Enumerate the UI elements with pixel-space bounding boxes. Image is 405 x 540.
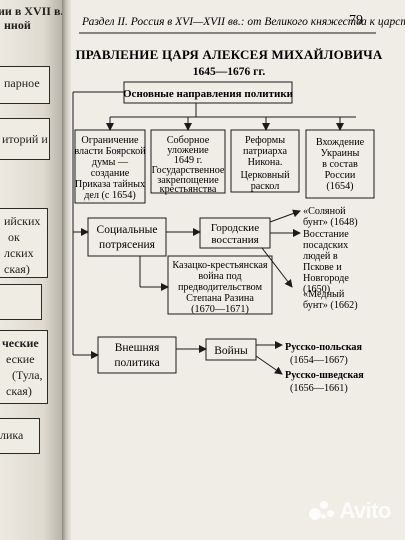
svg-text:посадских: посадских bbox=[303, 240, 348, 251]
wars-box: Войны bbox=[205, 338, 257, 361]
left-text-line: иторий и bbox=[2, 132, 48, 146]
policy-box-3: Реформы патриарха Никона. Церковный раск… bbox=[230, 129, 300, 193]
urban-arrows bbox=[261, 209, 301, 288]
urban-uprisings-box: Городские восстания bbox=[199, 217, 271, 249]
avito-watermark: Avito bbox=[307, 498, 391, 524]
svg-text:(1656—1661): (1656—1661) bbox=[290, 383, 348, 394]
svg-text:Восстание: Восстание bbox=[303, 229, 349, 240]
diagram-years: 1645—1676 гг. bbox=[193, 66, 266, 78]
left-text-line: парное bbox=[4, 76, 40, 90]
svg-text:(1650): (1650) bbox=[303, 284, 330, 295]
left-box bbox=[0, 330, 48, 404]
avito-logo-icon bbox=[307, 500, 335, 522]
svg-text:политика: политика bbox=[114, 357, 159, 369]
svg-text:Социальные: Социальные bbox=[97, 224, 158, 236]
war-russo-polish: Русско-польская (1654—1667) bbox=[285, 342, 363, 366]
cossack-war-box: Казацко-крестьянская война под предводит… bbox=[167, 255, 273, 315]
left-text-line: лика bbox=[0, 428, 24, 442]
svg-text:Новгороде: Новгороде bbox=[303, 273, 349, 284]
svg-text:Степана Разина: Степана Разина bbox=[186, 293, 254, 304]
svg-text:Русско-польская: Русско-польская bbox=[285, 342, 363, 353]
left-text-line: (Тула, bbox=[12, 368, 43, 382]
svg-text:Ограничение: Ограничение bbox=[81, 135, 139, 146]
social-cossack-connector bbox=[139, 256, 169, 291]
svg-text:предводительством: предводительством bbox=[178, 282, 263, 293]
left-text-line: ческие bbox=[2, 336, 39, 350]
main-directions-label: Основные направления политики bbox=[123, 88, 294, 100]
left-text-line: ская) bbox=[4, 262, 30, 276]
svg-text:Казацко-крестьянская: Казацко-крестьянская bbox=[172, 260, 268, 271]
uprising-copper-riot: «Медный бунт» (1662) bbox=[303, 289, 358, 311]
svg-text:дел (с 1654): дел (с 1654) bbox=[84, 190, 136, 201]
svg-text:Приказа тайных: Приказа тайных bbox=[75, 179, 145, 190]
svg-text:(1654): (1654) bbox=[326, 181, 353, 192]
svg-text:крестьянства: крестьянства bbox=[160, 184, 217, 195]
svg-text:в состав: в состав bbox=[322, 159, 358, 170]
left-box bbox=[0, 418, 40, 454]
svg-text:Государственное: Государственное bbox=[152, 165, 225, 176]
svg-text:Украины: Украины bbox=[321, 148, 360, 159]
left-box bbox=[0, 118, 50, 160]
left-text-line: ийских bbox=[4, 214, 41, 228]
left-text-line: ская) bbox=[6, 384, 32, 398]
foreign-policy-box: Внешняя политика bbox=[97, 336, 177, 374]
svg-text:думы —: думы — bbox=[92, 157, 129, 168]
svg-text:Войны: Войны bbox=[214, 345, 248, 357]
left-box bbox=[0, 284, 42, 320]
svg-text:Церковный: Церковный bbox=[240, 170, 290, 181]
left-box bbox=[0, 66, 50, 104]
running-title: Раздел II. Россия в XVI—XVII вв.: от Вел… bbox=[81, 16, 405, 28]
watermark-text: Avito bbox=[339, 498, 391, 523]
uprising-pskov-novgorod: Восстание посадских людей в Пскове и Нов… bbox=[303, 229, 349, 295]
policy-box-2: Соборное уложение 1649 г. Государственно… bbox=[150, 129, 226, 195]
left-text-line: еские bbox=[6, 352, 35, 366]
svg-text:восстания: восстания bbox=[211, 234, 258, 246]
svg-text:война под: война под bbox=[198, 271, 241, 282]
svg-text:потрясения: потрясения bbox=[99, 239, 156, 251]
left-text-line: ии в XVII в. bbox=[0, 4, 62, 18]
svg-text:Никона.: Никона. bbox=[248, 157, 283, 168]
page-number: 79 bbox=[349, 13, 363, 28]
book-gutter bbox=[62, 0, 71, 540]
svg-text:(1654—1667): (1654—1667) bbox=[290, 355, 348, 366]
svg-text:Вхождение: Вхождение bbox=[316, 137, 365, 148]
svg-text:закрепощение: закрепощение bbox=[157, 175, 219, 186]
svg-text:Пскове и: Пскове и bbox=[303, 262, 342, 273]
uprising-salt-riot: «Соляной бунт» (1648) bbox=[303, 206, 358, 228]
svg-text:«Медный: «Медный bbox=[303, 289, 345, 300]
book-page bbox=[71, 0, 405, 540]
svg-text:1649 г.: 1649 г. bbox=[174, 155, 203, 166]
svg-text:Реформы: Реформы bbox=[245, 135, 285, 146]
social-upheavals-box: Социальные потрясения bbox=[87, 217, 167, 257]
svg-text:Русско-шведская: Русско-шведская bbox=[285, 370, 364, 381]
svg-text:людей в: людей в bbox=[303, 251, 338, 262]
svg-text:Городские: Городские bbox=[211, 222, 259, 234]
diagram-title: ПРАВЛЕНИЕ ЦАРЯ АЛЕКСЕЯ МИХАЙЛОВИЧА bbox=[75, 47, 382, 62]
policy-box-1: Ограничение власти Боярской думы — созда… bbox=[74, 129, 146, 204]
branch-connectors bbox=[72, 91, 356, 359]
svg-text:власти Боярской: власти Боярской bbox=[74, 146, 146, 157]
svg-text:«Соляной: «Соляной bbox=[303, 206, 346, 217]
left-text-line: ок bbox=[8, 230, 20, 244]
svg-text:патриарха: патриарха bbox=[243, 146, 287, 157]
svg-text:раскол: раскол bbox=[251, 181, 280, 192]
policy-box-4: Вхождение Украины в состав России (1654) bbox=[305, 129, 375, 199]
svg-text:бунт» (1662): бунт» (1662) bbox=[303, 300, 358, 311]
svg-text:бунт» (1648): бунт» (1648) bbox=[303, 217, 358, 228]
wars-arrows bbox=[255, 341, 283, 375]
left-text-line: лских bbox=[4, 246, 34, 260]
svg-text:уложение: уложение bbox=[167, 145, 209, 156]
svg-text:(1670—1671): (1670—1671) bbox=[191, 304, 249, 315]
svg-text:России: России bbox=[325, 170, 356, 181]
left-box bbox=[0, 208, 48, 278]
svg-text:Внешняя: Внешняя bbox=[115, 342, 160, 354]
svg-text:Соборное: Соборное bbox=[167, 135, 210, 146]
war-russo-swedish: Русско-шведская (1656—1661) bbox=[285, 370, 364, 394]
svg-text:создание: создание bbox=[91, 168, 130, 179]
left-page-fragment: ии в XVII в. нной парное иторий и ийских… bbox=[0, 0, 62, 540]
left-text-line: нной bbox=[4, 18, 31, 32]
